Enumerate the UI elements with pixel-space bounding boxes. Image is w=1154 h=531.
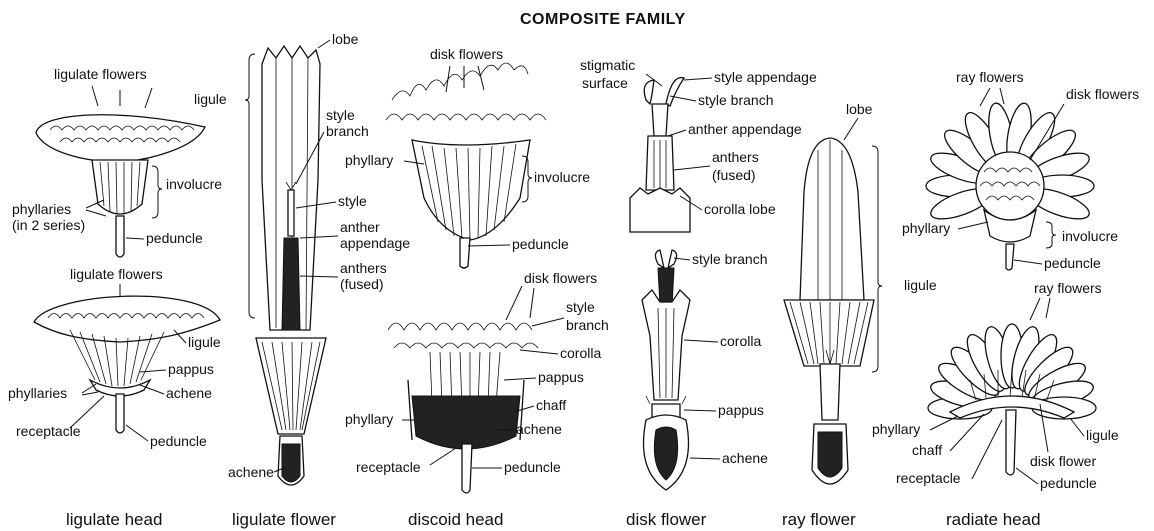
label-phyllaries-bottom: phyllaries xyxy=(8,385,67,401)
label-style-branch-discoid-line2: branch xyxy=(566,317,609,333)
label-ligule-radiate: ligule xyxy=(1086,427,1119,443)
label-achene-ligulate-flower: achene xyxy=(228,464,274,480)
label-disk-flower-radiate: disk flower xyxy=(1030,453,1096,469)
label-lobe-ray-flower: lobe xyxy=(846,101,873,117)
label-achene-disk: achene xyxy=(722,450,768,466)
label-phyllary-radiate-bottom: phyllary xyxy=(872,421,920,437)
label-style-branch-line2: branch xyxy=(326,123,369,139)
label-receptacle-radiate: receptacle xyxy=(896,470,961,486)
label-achene-left: achene xyxy=(166,385,212,401)
label-style-appendage: style appendage xyxy=(714,69,817,85)
label-chaff-discoid: chaff xyxy=(536,397,566,413)
label-anthers-disk-line2: (fused) xyxy=(712,167,756,183)
label-corolla-lobe: corolla lobe xyxy=(704,201,776,217)
label-anther-appendage-disk: anther appendage xyxy=(688,121,802,137)
label-anther-appendage-line1: anther xyxy=(340,219,380,235)
label-style-branch-disk-top: style branch xyxy=(698,92,773,108)
radiate-head-top-illustration xyxy=(926,101,1094,270)
label-achene-discoid: achene xyxy=(516,421,562,437)
label-stigmatic-line1: stigmatic xyxy=(580,57,635,73)
label-style-ligulate-flower: style xyxy=(338,193,367,209)
label-ligulate-flowers-top: ligulate flowers xyxy=(54,66,147,82)
label-ligulate-flowers-bottom: ligulate flowers xyxy=(70,266,163,282)
label-pappus-left: pappus xyxy=(168,361,214,377)
label-disk-flowers-bottom: disk flowers xyxy=(524,270,597,286)
label-ligule-ray-flower: ligule xyxy=(904,277,937,293)
label-involucre-discoid: involucre xyxy=(534,169,590,185)
label-ray-flowers-bottom: ray flowers xyxy=(1034,280,1102,296)
caption-ligulate-flower: ligulate flower xyxy=(232,510,336,529)
label-peduncle-radiate-top: peduncle xyxy=(1044,255,1101,271)
label-ligule-ligulate-flower: ligule xyxy=(194,91,227,107)
label-receptacle-discoid: receptacle xyxy=(356,459,421,475)
ray-flower-illustration xyxy=(784,138,874,484)
disk-flower-bottom-illustration xyxy=(642,250,690,490)
label-disk-flowers-radiate: disk flowers xyxy=(1066,86,1139,102)
label-lobe-ligulate-flower: lobe xyxy=(332,31,359,47)
disk-flower-top-illustration xyxy=(630,78,690,232)
label-peduncle-discoid-top: peduncle xyxy=(512,236,569,252)
label-peduncle-discoid-bottom: peduncle xyxy=(504,459,561,475)
label-style-branch-line1: style xyxy=(326,107,355,123)
label-ligule-bottom-left: ligule xyxy=(188,334,221,350)
label-phyllary-radiate-top: phyllary xyxy=(902,220,950,236)
label-phyllaries-series: (in 2 series) xyxy=(12,217,85,233)
label-anthers-line1: anthers xyxy=(340,260,387,276)
caption-radiate-head: radiate head xyxy=(946,510,1041,529)
label-phyllaries-top: phyllaries xyxy=(12,201,71,217)
label-style-branch-disk-bottom: style branch xyxy=(692,251,767,267)
label-anthers-disk-line1: anthers xyxy=(712,149,759,165)
label-corolla-disk: corolla xyxy=(720,333,761,349)
label-corolla-discoid: corolla xyxy=(560,345,601,361)
label-disk-flowers-top: disk flowers xyxy=(430,46,503,62)
label-pappus-disk: pappus xyxy=(718,402,764,418)
label-stigmatic-line2: surface xyxy=(582,75,628,91)
caption-discoid-head: discoid head xyxy=(408,510,503,529)
caption-ligulate-head: ligulate head xyxy=(66,510,162,529)
label-peduncle-top-left: peduncle xyxy=(146,230,203,246)
label-anther-appendage-line2: appendage xyxy=(340,235,410,251)
label-style-branch-discoid-line1: style xyxy=(566,299,595,315)
label-ray-flowers-top: ray flowers xyxy=(956,69,1024,85)
label-phyllary-discoid-bottom: phyllary xyxy=(345,411,393,427)
label-involucre-top: involucre xyxy=(166,176,222,192)
ligulate-flower-illustration xyxy=(256,46,326,485)
caption-ray-flower: ray flower xyxy=(782,510,856,529)
caption-disk-flower: disk flower xyxy=(626,510,707,529)
diagram-title: COMPOSITE FAMILY xyxy=(520,11,686,28)
label-phyllary-discoid-top: phyllary xyxy=(345,152,393,168)
label-peduncle-bottom-left: peduncle xyxy=(150,433,207,449)
label-receptacle-left: receptacle xyxy=(16,423,81,439)
label-pappus-discoid: pappus xyxy=(538,369,584,385)
label-peduncle-radiate-bottom: peduncle xyxy=(1040,475,1097,491)
label-chaff-radiate: chaff xyxy=(912,442,942,458)
label-involucre-radiate: involucre xyxy=(1062,228,1118,244)
label-anthers-line2: (fused) xyxy=(340,276,384,292)
